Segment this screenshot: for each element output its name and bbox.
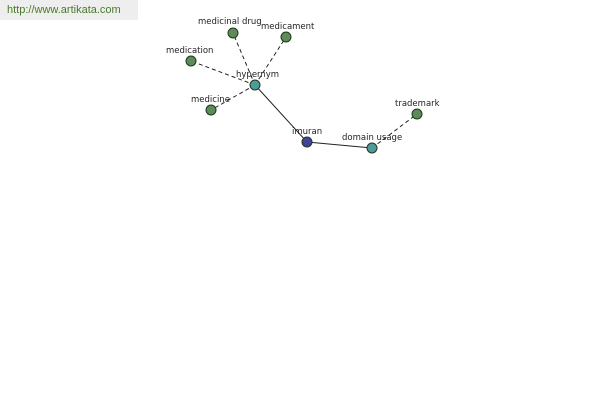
node-medicament[interactable] bbox=[280, 31, 292, 43]
edge-imuran-domain-usage bbox=[306, 141, 373, 149]
edge-domain-usage-trademark bbox=[371, 113, 418, 149]
site-url[interactable]: http://www.artikata.com bbox=[0, 0, 138, 20]
label-medicament[interactable]: medicament bbox=[261, 22, 315, 32]
label-medicine[interactable]: medicine bbox=[191, 95, 230, 105]
label-trademark[interactable]: trademark bbox=[395, 99, 440, 109]
node-medicine[interactable] bbox=[205, 104, 217, 116]
edge-hypernym-medicine bbox=[210, 84, 256, 111]
node-medicinal-drug[interactable] bbox=[227, 27, 239, 39]
label-domain-usage[interactable]: domain usage bbox=[342, 133, 402, 143]
label-medicinal-drug[interactable]: medicinal drug bbox=[198, 17, 262, 27]
edge-hypernym-medication bbox=[190, 60, 256, 86]
edge-hypernym-medicament bbox=[254, 36, 287, 86]
node-trademark[interactable] bbox=[411, 108, 423, 120]
label-imuran[interactable]: imuran bbox=[292, 127, 322, 137]
edge-imuran-hypernym bbox=[254, 84, 308, 143]
label-medication[interactable]: medication bbox=[166, 46, 213, 56]
edge-hypernym-medicinal-drug bbox=[232, 32, 256, 86]
label-hypernym[interactable]: hypernym bbox=[236, 70, 279, 80]
node-hypernym[interactable] bbox=[249, 79, 261, 91]
node-imuran[interactable] bbox=[301, 136, 313, 148]
node-medication[interactable] bbox=[185, 55, 197, 67]
node-domain-usage[interactable] bbox=[366, 142, 378, 154]
